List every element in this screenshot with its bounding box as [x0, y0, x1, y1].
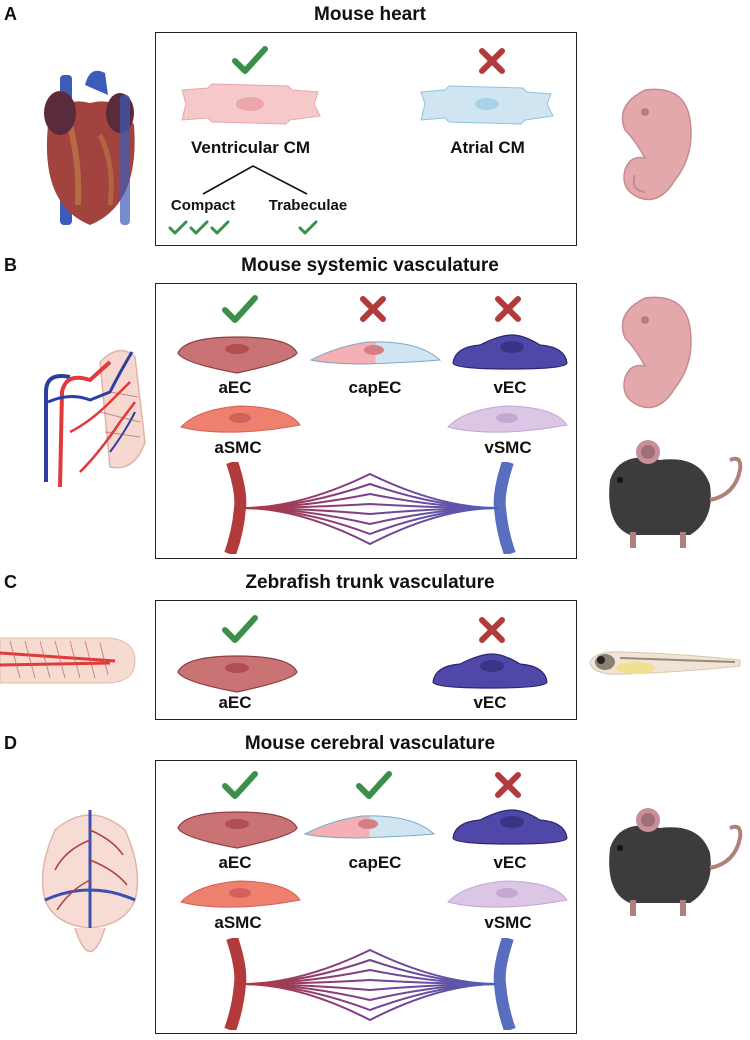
panel-d-letter: D	[4, 733, 17, 753]
vessel-network-illustration	[224, 462, 516, 554]
panel-c-title: Zebrafish trunk vasculature	[245, 572, 495, 593]
asmc-label: aSMC	[214, 438, 262, 457]
asmc-cell	[180, 405, 301, 433]
vec-cell	[452, 334, 568, 370]
trabeculae-label: Trabeculae	[268, 197, 348, 214]
triple-check-icon	[168, 220, 230, 235]
panel-a-title: Mouse heart	[314, 4, 426, 25]
capec-cell	[309, 341, 442, 365]
check-icon	[356, 771, 392, 799]
check-icon	[232, 46, 268, 74]
aec-cell	[177, 655, 298, 693]
embryo-illustration	[621, 296, 692, 409]
panel-a-box	[155, 32, 577, 246]
aec-label: aEC	[218, 378, 252, 397]
vsmc-cell	[447, 405, 568, 433]
capec-cell	[303, 815, 436, 839]
check-icon	[222, 295, 258, 323]
capec-label: capEC	[348, 853, 402, 872]
ventricular-cm-cell	[181, 83, 321, 125]
branch-lines	[202, 165, 308, 195]
panel-d-title: Mouse cerebral vasculature	[244, 733, 496, 754]
vec-label: vEC	[493, 378, 527, 397]
mouse-illustration	[609, 808, 743, 916]
vasculature-illustration	[44, 349, 146, 488]
aec-label: aEC	[218, 693, 252, 712]
atrial-cm-label: Atrial CM	[450, 138, 525, 157]
aec-cell	[177, 336, 298, 374]
heart-illustration	[44, 70, 135, 225]
single-check-icon	[298, 220, 318, 235]
mouse-illustration	[609, 440, 743, 548]
atrial-cm-cell	[420, 85, 554, 125]
asmc-label: aSMC	[214, 913, 262, 932]
embryo-illustration	[621, 88, 692, 201]
check-icon	[222, 615, 258, 643]
zebrafish-trunk-illustration	[0, 637, 136, 684]
brain-illustration	[41, 810, 139, 952]
compact-label: Compact	[170, 197, 236, 214]
vsmc-cell	[447, 880, 568, 908]
vsmc-label: vSMC	[484, 438, 532, 457]
panel-a-letter: A	[4, 4, 17, 24]
asmc-cell	[180, 880, 301, 908]
vsmc-label: vSMC	[484, 913, 532, 932]
cross-icon	[479, 48, 505, 74]
check-icon	[222, 771, 258, 799]
panel-b-title: Mouse systemic vasculature	[241, 255, 499, 276]
cross-icon	[479, 617, 505, 643]
cross-icon	[360, 296, 386, 322]
zebrafish-illustration	[589, 651, 741, 675]
vessel-network-illustration	[224, 938, 516, 1030]
aec-cell	[177, 811, 298, 849]
vec-cell	[452, 809, 568, 845]
panel-c-letter: C	[4, 572, 17, 592]
vec-label: vEC	[493, 853, 527, 872]
aec-label: aEC	[218, 853, 252, 872]
ventricular-cm-label: Ventricular CM	[190, 138, 311, 157]
capec-label: capEC	[348, 378, 402, 397]
panel-b-letter: B	[4, 255, 17, 275]
cross-icon	[495, 772, 521, 798]
vec-label: vEC	[473, 693, 507, 712]
cross-icon	[495, 296, 521, 322]
vec-cell	[432, 653, 548, 689]
